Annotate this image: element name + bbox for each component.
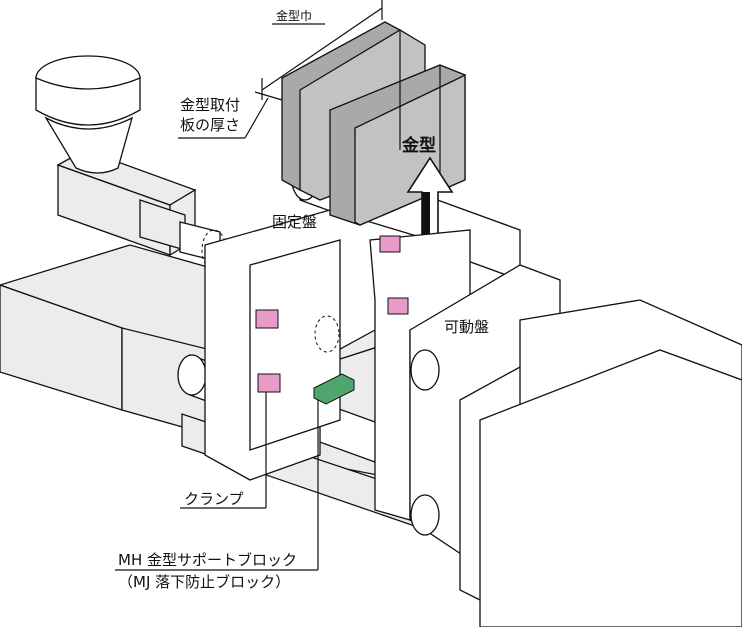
clamp-2 bbox=[387, 297, 409, 315]
mold-width-label: 金型巾 bbox=[276, 9, 313, 23]
clamp-4 bbox=[257, 373, 281, 393]
platen-hole-hidden bbox=[314, 315, 340, 353]
fixed-platen-inner bbox=[249, 239, 341, 451]
plate-thickness-line bbox=[254, 91, 283, 101]
plate-thickness-dimension bbox=[178, 91, 283, 139]
support-block bbox=[313, 373, 355, 405]
clamp-1 bbox=[379, 235, 401, 253]
leader-lines bbox=[115, 392, 319, 571]
hopper-bowl bbox=[35, 77, 141, 126]
clamps bbox=[255, 235, 409, 393]
support-block-shape bbox=[313, 373, 355, 405]
movable-platen-label: 可動盤 bbox=[444, 318, 490, 336]
support-block-label-line2: （MJ 落下防止ブロック） bbox=[118, 573, 291, 591]
plate-thickness-leader bbox=[244, 97, 269, 139]
tie-bar-end-right-lower bbox=[410, 494, 440, 536]
tie-bar-lower-end bbox=[177, 354, 207, 396]
plate-thickness-label-line1: 金型取付 bbox=[180, 96, 241, 114]
mold-width-dimension bbox=[261, 0, 383, 100]
hopper bbox=[35, 55, 141, 174]
tie-bar-end-right bbox=[410, 349, 440, 391]
plate-thickness-label-line2: 板の厚さ bbox=[180, 116, 241, 134]
clamp-label: クランプ bbox=[184, 490, 244, 508]
support-block-label-line1: MH 金型サポートブロック bbox=[118, 551, 297, 569]
mold-width-line bbox=[261, 7, 383, 91]
rear-block bbox=[479, 349, 742, 627]
hopper-cone bbox=[44, 116, 134, 174]
fixed-platen-label: 固定盤 bbox=[272, 213, 318, 231]
clamp-3 bbox=[255, 309, 279, 329]
mold-label: 金型 bbox=[402, 136, 436, 156]
movable-platen bbox=[369, 229, 742, 627]
